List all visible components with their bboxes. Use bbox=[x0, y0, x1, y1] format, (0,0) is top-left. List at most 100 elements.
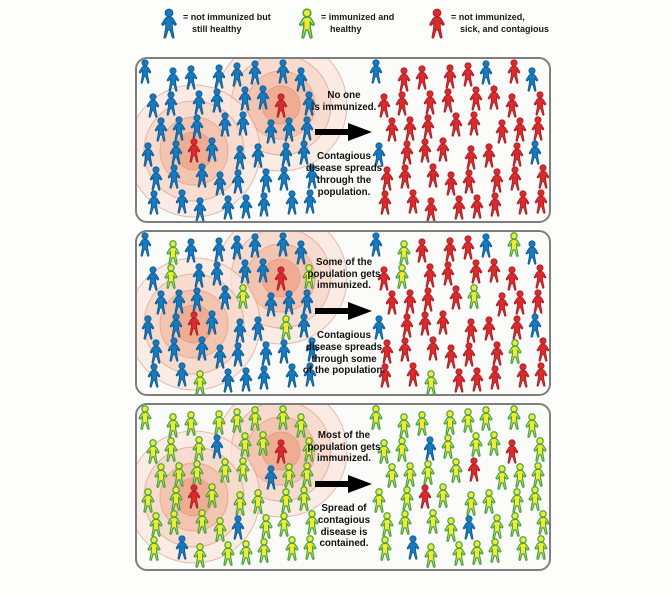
person-figure-yellow bbox=[219, 541, 237, 566]
person-figure-yellow bbox=[210, 410, 228, 435]
person-figure-red bbox=[413, 238, 431, 263]
person-figure-yellow bbox=[152, 463, 170, 488]
person-figure-blue bbox=[404, 535, 422, 560]
person-figure-red bbox=[413, 65, 431, 90]
person-figure-blue bbox=[147, 339, 165, 364]
person-figure-blue bbox=[219, 368, 237, 393]
person-figure-red bbox=[488, 168, 506, 193]
person-figure-yellow bbox=[162, 437, 180, 462]
person-figure-yellow bbox=[459, 408, 477, 433]
person-figure-yellow bbox=[246, 406, 264, 431]
person-figure-red bbox=[398, 313, 416, 338]
person-figure-blue bbox=[203, 137, 221, 162]
person-figure-red bbox=[401, 289, 419, 314]
person-figure-red bbox=[488, 341, 506, 366]
person-figure-blue bbox=[193, 163, 211, 188]
person-figure-yellow bbox=[526, 486, 544, 511]
person-figure-red-source bbox=[185, 138, 203, 163]
person-figure-red bbox=[419, 114, 437, 139]
person-figure-red bbox=[534, 337, 551, 362]
person-figure-red bbox=[480, 143, 498, 168]
person-figure-blue bbox=[254, 85, 272, 110]
person-figure-red bbox=[421, 90, 439, 115]
person-figure-blue bbox=[460, 515, 478, 540]
person-figure-yellow bbox=[139, 488, 157, 513]
person-figure-blue bbox=[164, 67, 182, 92]
person-figure-yellow bbox=[508, 488, 526, 513]
person-figure-blue bbox=[229, 342, 247, 367]
person-figure-yellow bbox=[145, 536, 163, 561]
person-figure-red-source bbox=[185, 484, 203, 509]
text-line: immunized. bbox=[317, 280, 371, 292]
person-figure-red bbox=[401, 116, 419, 141]
text-line: Most of the bbox=[317, 429, 371, 441]
person-figure-yellow bbox=[228, 408, 246, 433]
person-figure-red bbox=[485, 85, 503, 110]
person-figure-blue bbox=[167, 313, 185, 338]
person-figure-blue bbox=[162, 91, 180, 116]
person-figure-blue bbox=[145, 363, 163, 388]
person-figure-blue bbox=[280, 290, 298, 315]
person-figure-yellow bbox=[191, 370, 209, 395]
person-figure-blue bbox=[237, 367, 255, 392]
person-figure-blue bbox=[170, 289, 188, 314]
person-figure-blue bbox=[526, 140, 544, 165]
person-figure-blue bbox=[254, 258, 272, 283]
right-crowd bbox=[373, 407, 547, 565]
person-figure-yellow bbox=[434, 483, 452, 508]
person-figure-blue bbox=[188, 114, 206, 139]
person-figure-yellow bbox=[468, 540, 486, 565]
person-figure-red bbox=[416, 138, 434, 163]
person-figure-blue bbox=[144, 93, 162, 118]
text-line: disease spreads bbox=[305, 341, 383, 353]
person-figure-red bbox=[493, 119, 511, 144]
person-figure-yellow bbox=[439, 434, 457, 459]
person-figure-yellow bbox=[167, 486, 185, 511]
text-line: No one bbox=[327, 89, 361, 101]
person-figure-yellow bbox=[422, 543, 440, 568]
person-figure-yellow bbox=[280, 463, 298, 488]
legend-item-sick-contagious: = not immunized,sick, and contagious bbox=[426, 6, 549, 39]
person-figure-yellow bbox=[237, 540, 255, 565]
person-figure-blue bbox=[190, 263, 208, 288]
person-figure-blue bbox=[255, 365, 273, 390]
person-figure-yellow bbox=[277, 315, 295, 340]
person-figure-blue bbox=[188, 287, 206, 312]
person-figure-blue bbox=[211, 171, 229, 196]
person-figure-yellow bbox=[396, 510, 414, 535]
person-figure-blue bbox=[139, 315, 157, 340]
person-figure-red bbox=[404, 189, 422, 214]
person-figure-blue bbox=[139, 142, 157, 167]
person-figure-red bbox=[534, 164, 551, 189]
text-line: is immunized. bbox=[311, 101, 377, 113]
person-figure-yellow bbox=[514, 536, 532, 561]
arrow-right-icon bbox=[315, 473, 373, 495]
person-figure-yellow bbox=[422, 370, 440, 395]
person-figure-yellow bbox=[275, 512, 293, 537]
person-figure-red bbox=[421, 263, 439, 288]
person-figure-blue bbox=[249, 143, 267, 168]
person-figure-yellow bbox=[398, 486, 416, 511]
person-figure-yellow bbox=[529, 462, 547, 487]
person-figure-blue bbox=[208, 434, 226, 459]
text-line: still healthy bbox=[192, 23, 242, 34]
person-figure-yellow bbox=[534, 510, 551, 535]
person-figure-yellow bbox=[505, 232, 523, 257]
text-line: = not immunized, bbox=[451, 12, 525, 22]
person-figure-yellow bbox=[419, 460, 437, 485]
person-figure-yellow bbox=[144, 439, 162, 464]
person-figure-yellow bbox=[465, 284, 483, 309]
person-figure-blue bbox=[280, 117, 298, 142]
person-figure-blue bbox=[257, 341, 275, 366]
person-figure-red bbox=[460, 169, 478, 194]
person-figure-yellow bbox=[488, 514, 506, 539]
text-line: Contagious bbox=[317, 151, 371, 163]
text-line: = immunized and bbox=[321, 12, 395, 22]
